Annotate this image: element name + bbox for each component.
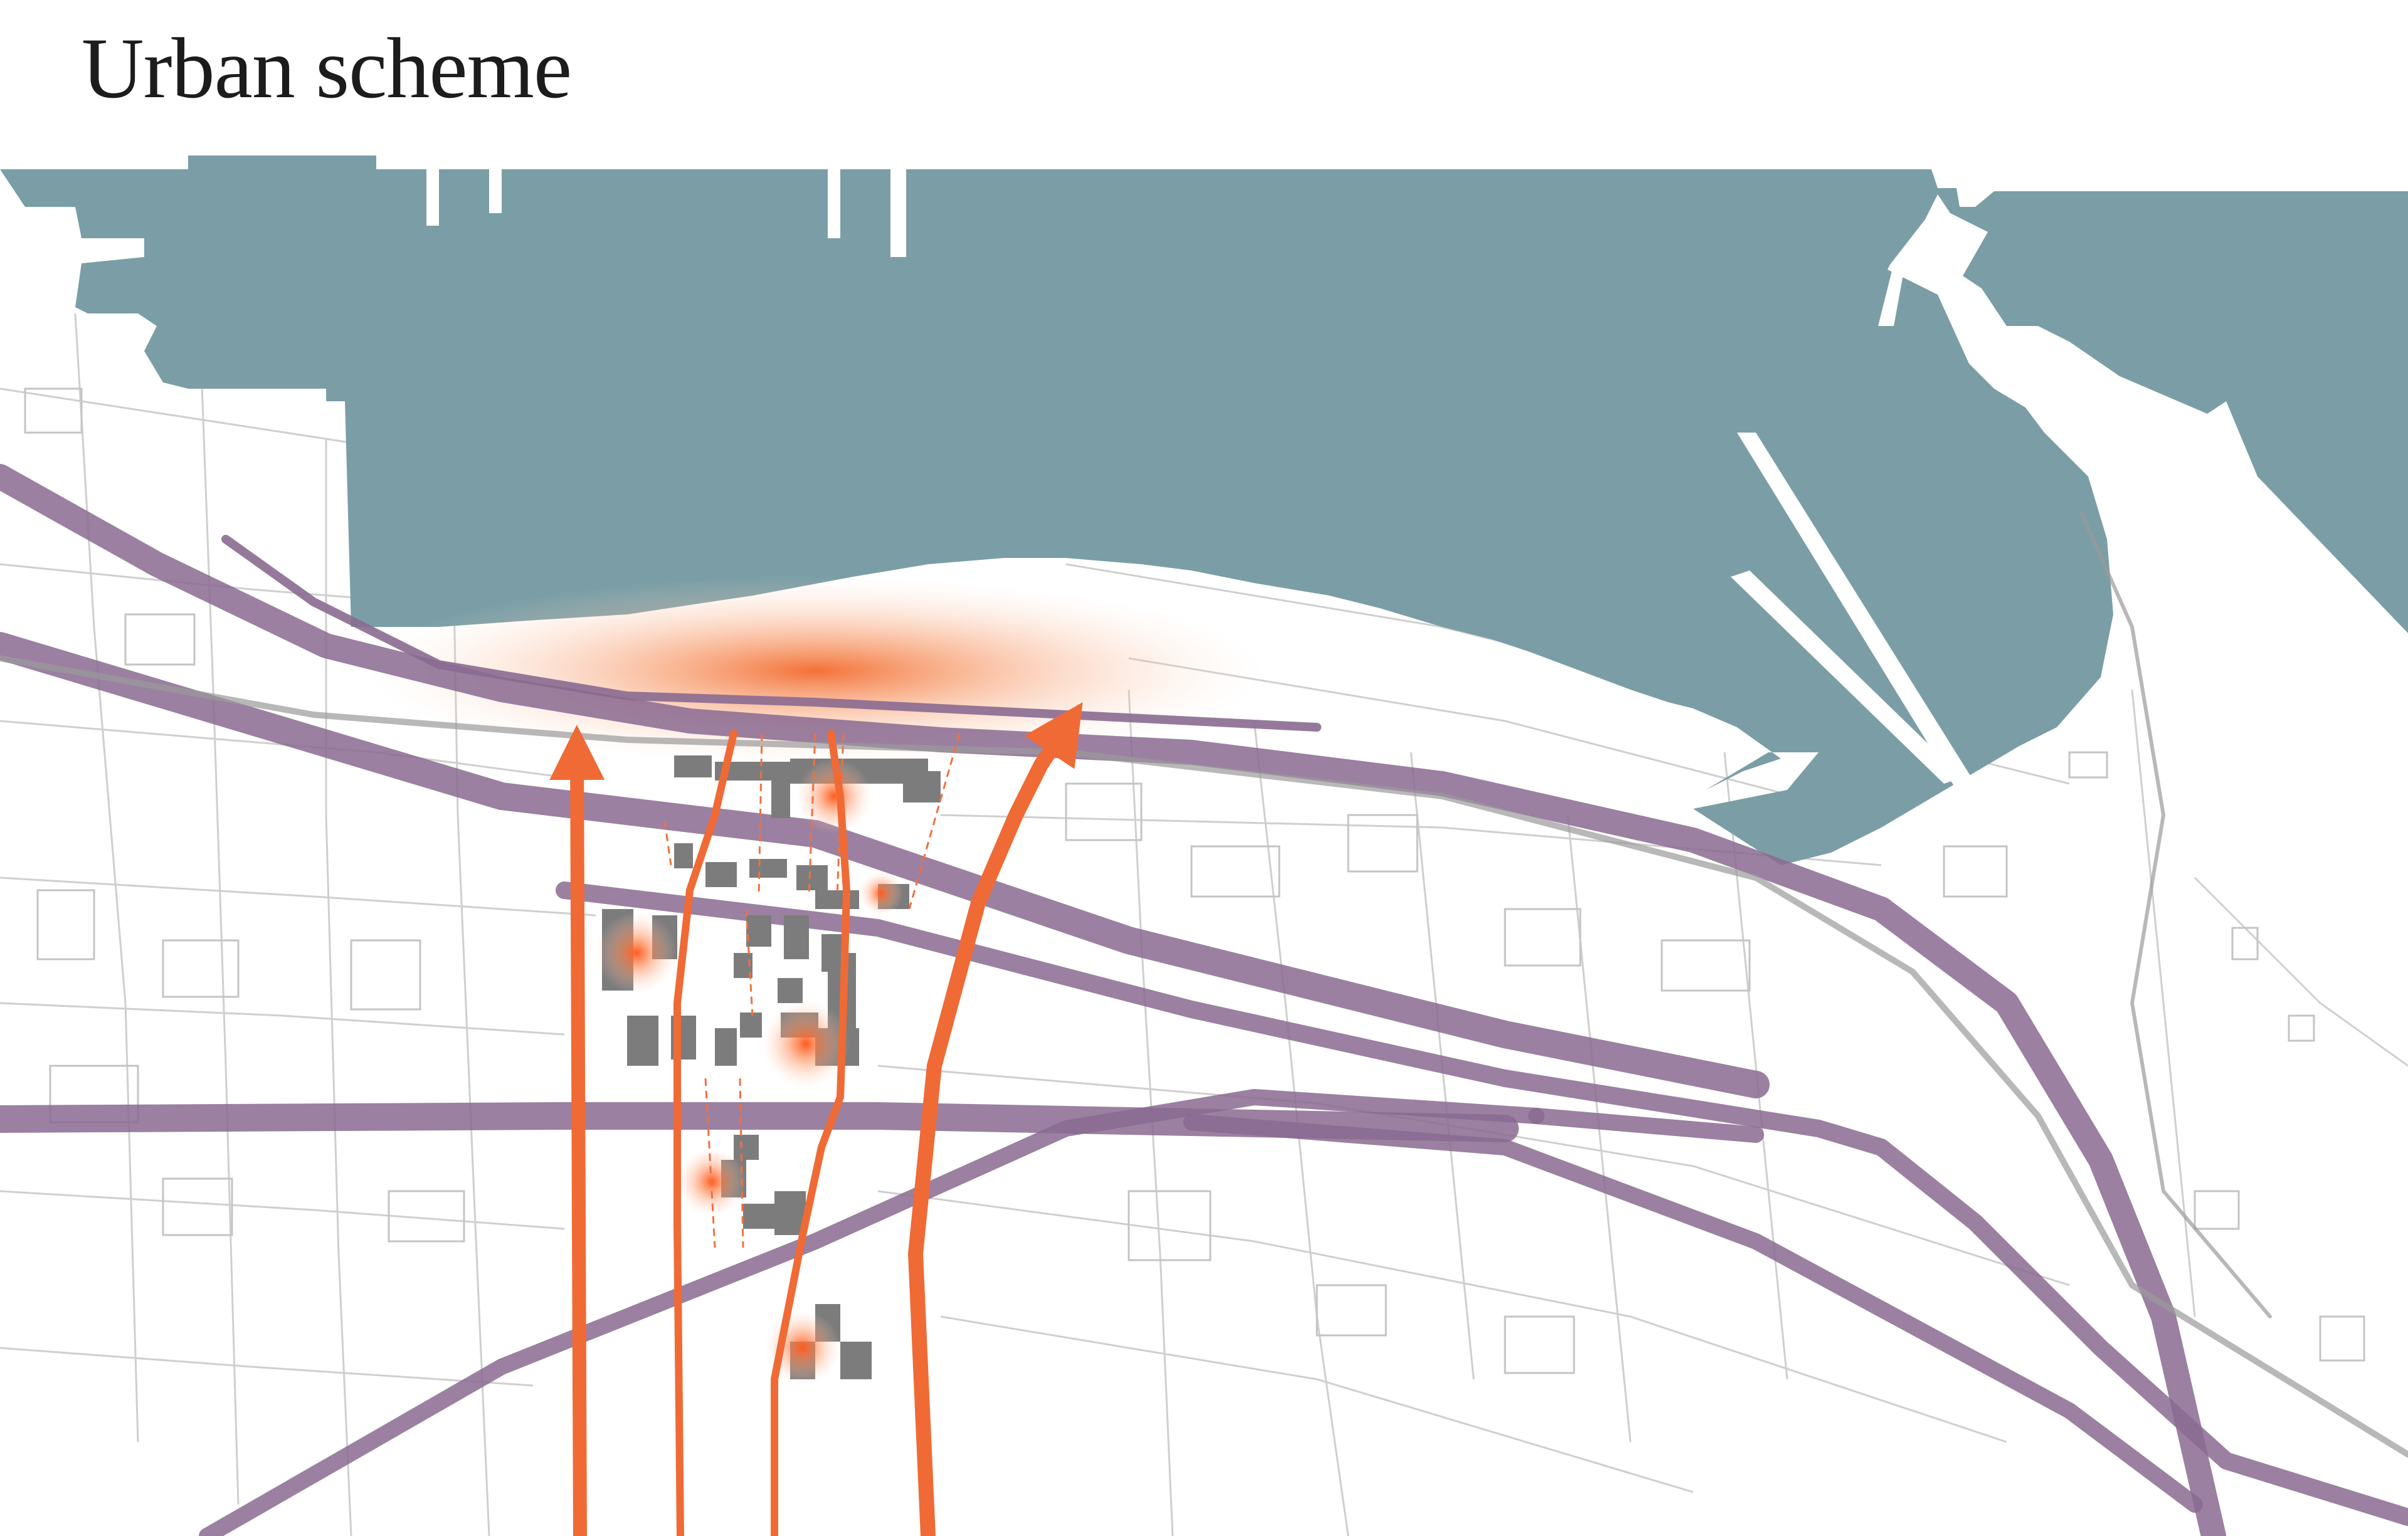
building-outlines bbox=[24, 387, 2365, 1374]
hotspot-east bbox=[859, 871, 903, 915]
corridor-1 bbox=[549, 725, 605, 1536]
hotspots bbox=[596, 759, 903, 1386]
rail-line-2 bbox=[2080, 512, 2272, 1318]
street-network bbox=[0, 313, 2408, 1536]
southeast-road bbox=[1183, 1114, 2203, 1513]
green-corridors bbox=[549, 702, 1083, 1536]
corridor-3 bbox=[771, 730, 851, 1536]
diagonal-road bbox=[199, 1089, 1545, 1536]
hotspot-north bbox=[796, 759, 872, 834]
corridor-2 bbox=[673, 730, 737, 1536]
coastal-road bbox=[0, 464, 2226, 1536]
northern-bypass bbox=[0, 632, 1770, 1098]
piers bbox=[1731, 257, 1975, 790]
map-title: Urban scheme bbox=[82, 20, 572, 116]
hotspot-centre bbox=[762, 1000, 850, 1088]
harbour-water bbox=[0, 155, 2408, 865]
branch-road bbox=[556, 881, 2408, 1526]
major-road-axes bbox=[0, 464, 2408, 1536]
corridor-4 bbox=[907, 702, 1083, 1536]
secondary-link bbox=[1528, 1108, 1764, 1143]
hotspot-west bbox=[596, 912, 677, 994]
rail-line bbox=[0, 655, 2408, 1458]
